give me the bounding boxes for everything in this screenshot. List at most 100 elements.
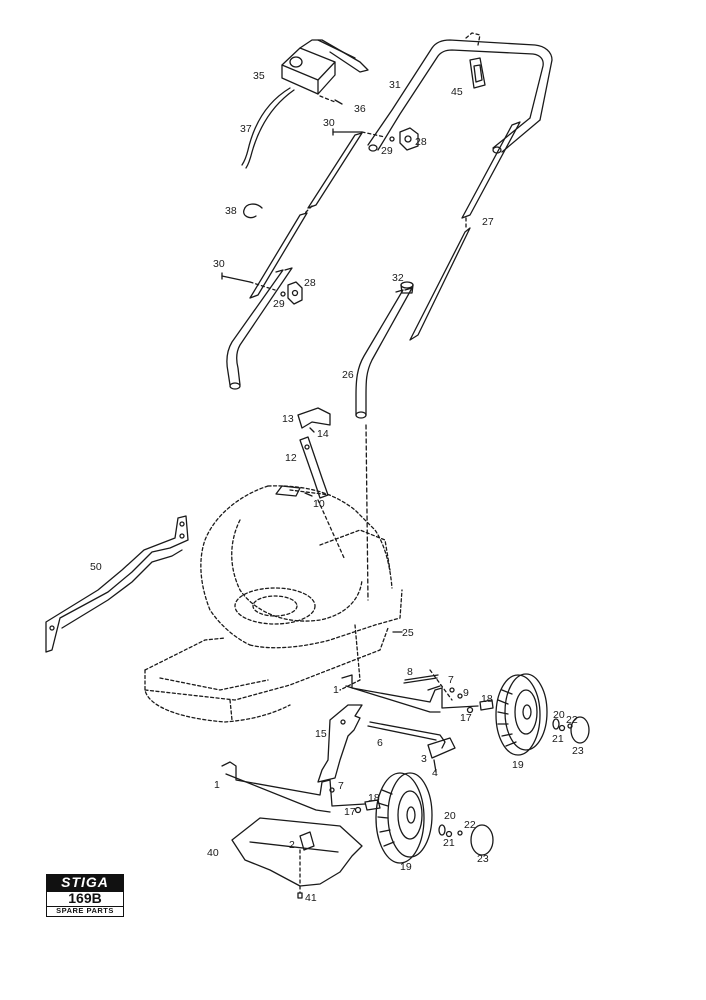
cable-part-37 xyxy=(241,87,295,169)
label-part-50: 50 xyxy=(90,561,102,573)
label-part-36: 36 xyxy=(354,103,366,115)
label-part-30-upper: 30 xyxy=(323,117,335,129)
label-part-7-upper: 7 xyxy=(448,674,454,686)
middle-tube-part-27 xyxy=(409,121,521,341)
label-part-25: 25 xyxy=(402,627,414,639)
label-part-13: 13 xyxy=(282,413,294,425)
handle-bracket-part-28-upper xyxy=(399,127,419,151)
label-part-6: 6 xyxy=(377,737,383,749)
label-part-20-upper: 20 xyxy=(553,709,565,721)
label-part-12: 12 xyxy=(285,452,297,464)
lever-bracket-part-13 xyxy=(297,407,331,429)
rod-part-6 xyxy=(367,721,446,749)
clip-part-22-lower xyxy=(457,830,463,836)
label-part-15: 15 xyxy=(315,728,327,740)
screw-part-36 xyxy=(319,95,343,105)
hubcap-part-23-lower xyxy=(470,824,494,856)
label-part-14: 14 xyxy=(317,428,329,440)
screw-part-9 xyxy=(457,693,463,699)
handle-grip-part-45 xyxy=(469,57,486,89)
label-part-17-lower: 17 xyxy=(344,806,356,818)
label-part-37: 37 xyxy=(240,123,252,135)
logo-model: 169B xyxy=(46,891,124,907)
centre-line xyxy=(365,424,369,601)
side-guard-part-50 xyxy=(45,515,189,653)
logo-caption: SPARE PARTS xyxy=(46,906,124,917)
spacer-part-18-upper xyxy=(479,699,494,711)
handle-control-box-part-35 xyxy=(281,39,369,95)
stiga-logo: STIGA 169B SPARE PARTS xyxy=(46,874,124,919)
label-part-1-lower: 1 xyxy=(214,779,220,791)
front-axle-part-1 xyxy=(221,761,366,813)
washer-part-29-lower xyxy=(280,291,286,297)
middle-tube-left xyxy=(249,132,363,299)
label-part-3: 3 xyxy=(421,753,427,765)
label-part-28-upper: 28 xyxy=(415,136,427,148)
washer-part-20-upper xyxy=(552,718,560,730)
label-part-19-lower: 19 xyxy=(400,861,412,873)
lower-handle-left xyxy=(226,267,293,390)
spacer-part-18-lower xyxy=(364,799,381,811)
nut-part-17-upper xyxy=(466,706,474,714)
label-part-29-lower: 29 xyxy=(273,298,285,310)
label-part-30-lower: 30 xyxy=(213,258,225,270)
rod-part-8 xyxy=(403,669,453,701)
label-part-35: 35 xyxy=(253,70,265,82)
label-part-23-upper: 23 xyxy=(572,745,584,757)
label-part-29-upper: 29 xyxy=(381,145,393,157)
label-part-8: 8 xyxy=(407,666,413,678)
screw-part-14 xyxy=(309,427,315,433)
nut-part-21-upper xyxy=(558,724,566,732)
label-part-17-upper: 17 xyxy=(460,712,472,724)
label-part-1-upper: 1 xyxy=(333,684,339,696)
label-part-32: 32 xyxy=(392,272,404,284)
nut-part-21-lower xyxy=(445,830,453,838)
label-part-22-upper: 22 xyxy=(566,714,578,726)
mower-deck xyxy=(144,485,403,723)
upper-handle-part-31 xyxy=(367,32,553,154)
label-part-40: 40 xyxy=(207,847,219,859)
bolt-part-30-upper xyxy=(332,128,386,138)
wheel-part-19-lower xyxy=(375,772,433,864)
rear-flap-part-40 xyxy=(231,817,363,887)
screw-part-7-upper xyxy=(449,687,455,693)
label-part-31: 31 xyxy=(389,79,401,91)
label-part-22-lower: 22 xyxy=(464,819,476,831)
label-part-45: 45 xyxy=(451,86,463,98)
label-part-20-lower: 20 xyxy=(444,810,456,822)
handle-bracket-part-28-lower xyxy=(287,281,303,305)
label-part-28-lower: 28 xyxy=(304,277,316,289)
label-part-19-upper: 19 xyxy=(512,759,524,771)
label-part-7-lower: 7 xyxy=(338,780,344,792)
bolt-part-30-lower xyxy=(221,272,276,291)
label-part-23-lower: 23 xyxy=(477,853,489,865)
label-part-27: 27 xyxy=(482,216,494,228)
label-part-18-lower: 18 xyxy=(368,792,380,804)
washer-part-20-lower xyxy=(438,824,446,836)
screw-part-4 xyxy=(433,759,437,773)
label-part-9: 9 xyxy=(463,687,469,699)
label-part-10: 10 xyxy=(313,498,325,510)
hubcap-part-23-upper xyxy=(570,716,590,744)
deck-vent-grille xyxy=(275,485,301,497)
label-part-38: 38 xyxy=(225,205,237,217)
wheel-part-19-upper xyxy=(495,673,548,756)
label-part-2: 2 xyxy=(289,839,295,851)
label-part-41: 41 xyxy=(305,892,317,904)
screw-part-41 xyxy=(297,892,303,899)
nut-part-17-lower xyxy=(354,806,362,814)
screw-part-7-lower xyxy=(329,787,335,793)
logo-brand: STIGA xyxy=(46,874,124,891)
screw-part-10 xyxy=(304,492,313,497)
label-part-18-upper: 18 xyxy=(481,693,493,705)
lever-part-3 xyxy=(427,737,456,759)
clip-part-38 xyxy=(243,203,263,219)
washer-part-29-upper xyxy=(389,136,395,142)
bracket-part-2 xyxy=(299,831,315,851)
label-part-21-lower: 21 xyxy=(443,837,455,849)
rear-axle-part-1 xyxy=(341,674,479,713)
label-part-21-upper: 21 xyxy=(552,733,564,745)
label-part-4: 4 xyxy=(432,767,438,779)
label-part-26: 26 xyxy=(342,369,354,381)
